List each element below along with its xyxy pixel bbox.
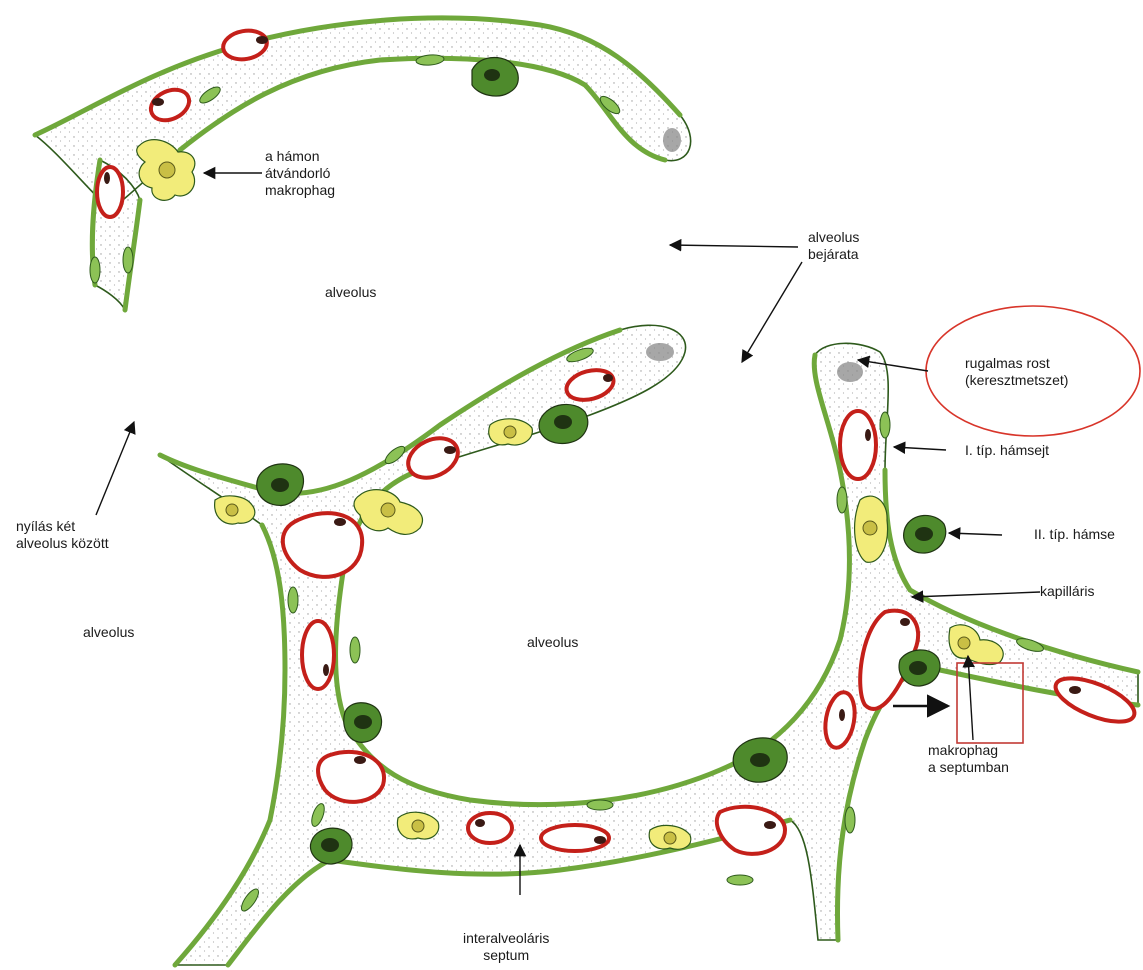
arrow-capillary (912, 592, 1040, 597)
arrow-type-two (949, 533, 1002, 535)
label-interalveolar-septum: interalveoláris septum (463, 930, 549, 964)
label-alveolus-entrance-line1: alveolus (808, 229, 859, 246)
label-septum-line1: interalveoláris (463, 930, 549, 947)
label-alveolus-entrance: alveolus bejárata (808, 229, 859, 263)
arrow-opening (96, 422, 134, 515)
label-septum-macrophage-line2: a septumban (928, 759, 1009, 776)
label-elastic-fiber-line1: rugalmas rost (965, 355, 1068, 372)
capillary-cell-nuclei (104, 36, 1081, 844)
arrow-entrance-left (670, 245, 798, 247)
label-elastic-fiber: rugalmas rost (keresztmetszet) (965, 355, 1068, 389)
label-type-two-cell: II. típ. hámse (1034, 526, 1115, 543)
alveolar-septum-group (35, 18, 1138, 965)
label-migrating-macrophage-line3: makrophag (265, 182, 335, 199)
label-elastic-fiber-line2: (keresztmetszet) (965, 372, 1068, 389)
arrow-type-one (894, 447, 946, 450)
arrow-entrance-down (742, 262, 802, 362)
label-septum-macrophage-line1: makrophag (928, 742, 1009, 759)
label-capillary: kapilláris (1040, 583, 1094, 600)
label-migrating-macrophage: a hámon átvándorló makrophag (265, 148, 335, 199)
label-alveolus-left: alveolus (83, 624, 134, 641)
label-alveolus-entrance-line2: bejárata (808, 246, 859, 263)
capillaries (97, 27, 1140, 854)
label-septum-line2: septum (463, 947, 549, 964)
label-alveolus-center: alveolus (527, 634, 578, 651)
label-opening-line1: nyílás két (16, 518, 109, 535)
pointer-arrows (96, 173, 1040, 895)
label-opening-line2: alveolus között (16, 535, 109, 552)
label-alveolus-top: alveolus (325, 284, 376, 301)
septum-top-arc (35, 18, 691, 210)
label-type-one-cell: I. típ. hámsejt (965, 442, 1049, 459)
label-septum-macrophage: makrophag a septumban (928, 742, 1009, 776)
label-migrating-macrophage-line2: átvándorló (265, 165, 335, 182)
label-opening-between-alveoli: nyílás két alveolus között (16, 518, 109, 552)
label-migrating-macrophage-line1: a hámon (265, 148, 335, 165)
